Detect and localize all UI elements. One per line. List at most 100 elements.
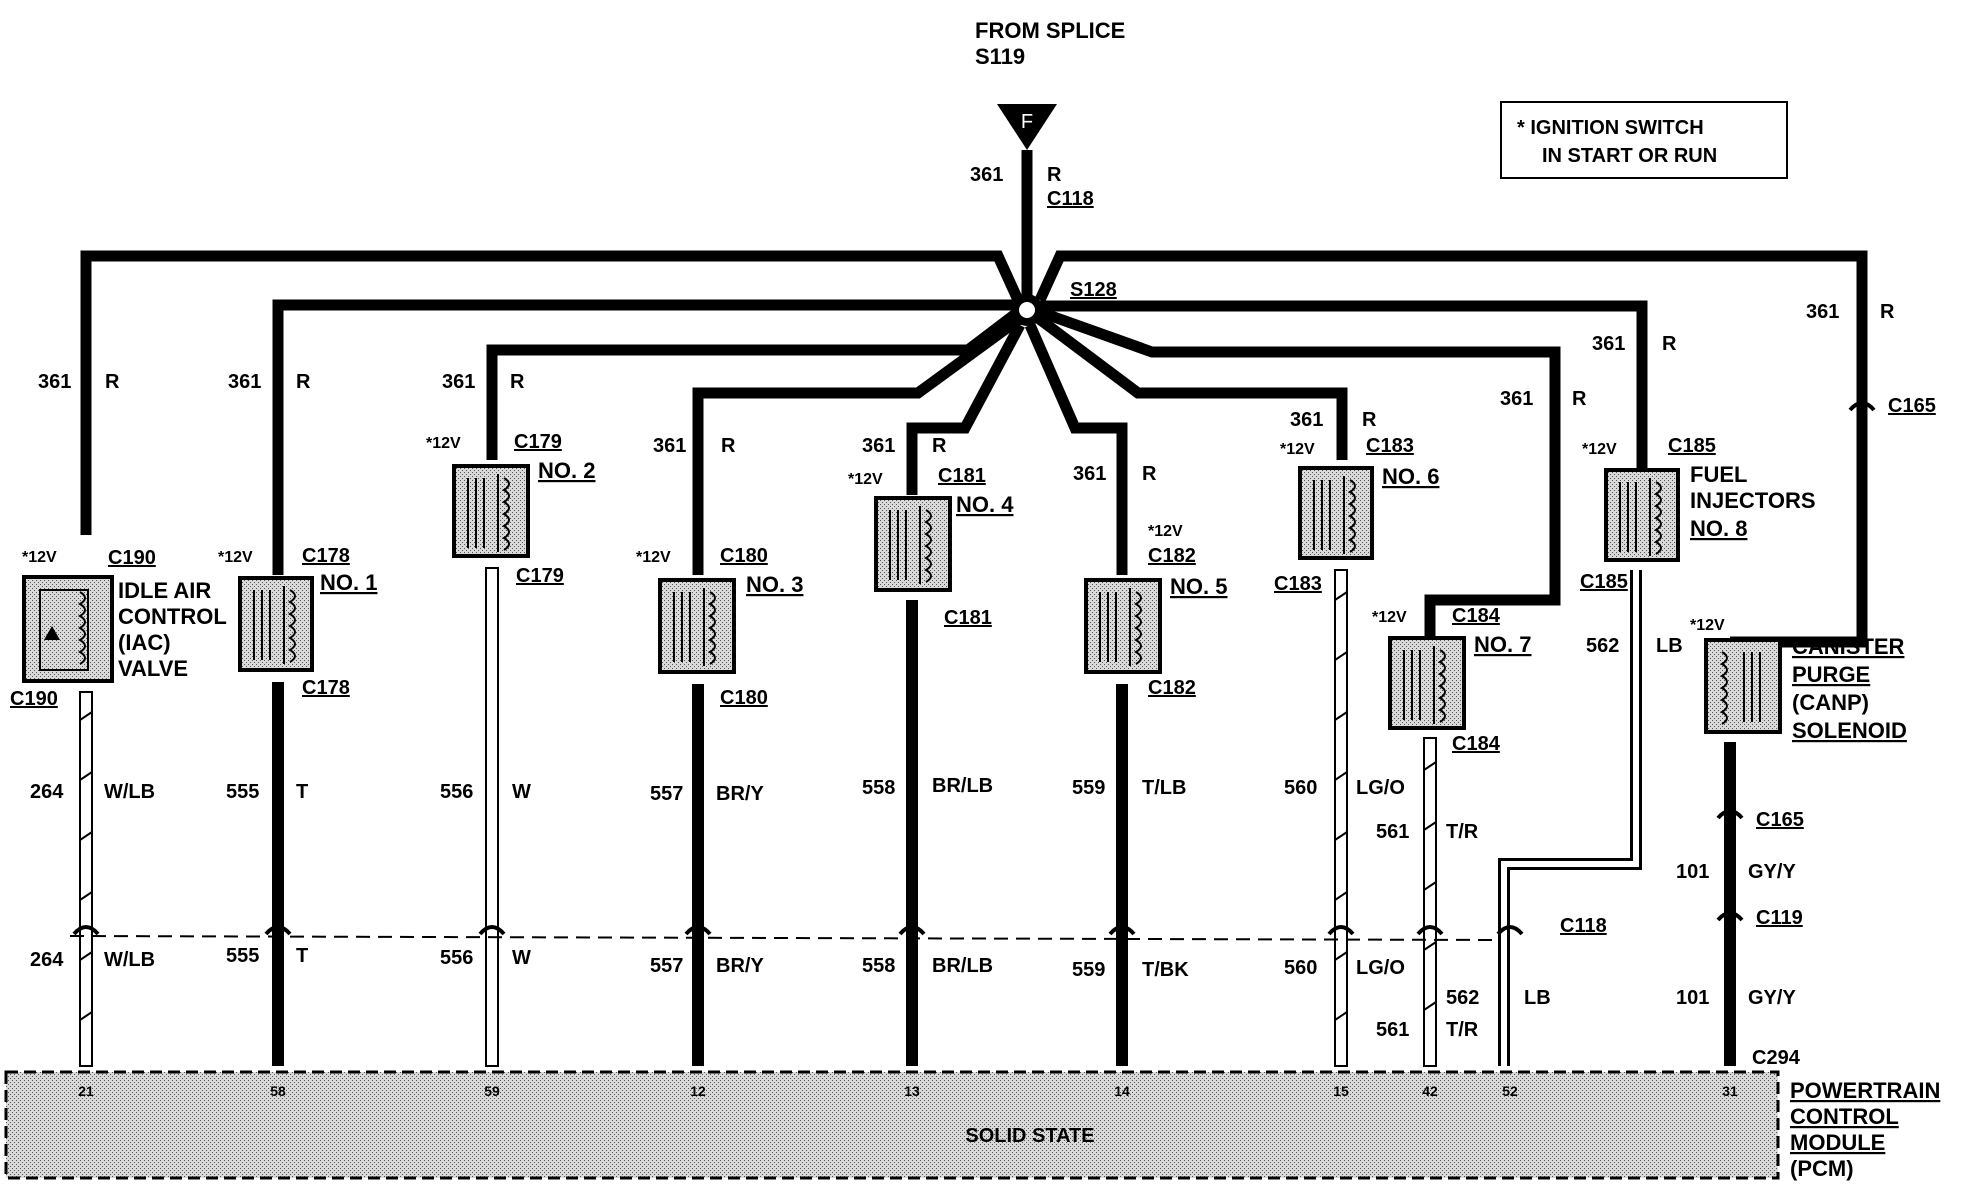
canp-label-1: CANISTER xyxy=(1792,634,1905,659)
label-558-upper: 558 xyxy=(862,777,895,799)
supply-circuit-4: 361 xyxy=(862,435,895,457)
supply-color-1: R xyxy=(296,371,311,393)
pcm-name-4: (PCM) xyxy=(1790,1156,1854,1181)
inj8-body xyxy=(1604,468,1680,562)
iac-voltage: *12V xyxy=(22,549,57,566)
inj5-body xyxy=(1084,578,1162,674)
inj6-label: NO. 6 xyxy=(1382,464,1439,489)
pcm-name-1: POWERTRAIN xyxy=(1790,1078,1940,1103)
inj8-label-3: NO. 8 xyxy=(1690,516,1747,541)
label-bry-lower: BR/Y xyxy=(716,955,764,977)
label-560-upper: 560 xyxy=(1284,777,1317,799)
supply-circuit-canp: 361 xyxy=(1806,301,1839,323)
label-brlb-lower: BR/LB xyxy=(932,955,993,977)
label-556-lower: 556 xyxy=(440,947,473,969)
inj4-bottom-connector: C181 xyxy=(944,607,992,629)
canp-voltage: *12V xyxy=(1690,617,1725,634)
inj5-bottom-connector: C182 xyxy=(1148,677,1196,699)
wire-stripes xyxy=(79,591,1437,1021)
label-wlb-upper: W/LB xyxy=(104,781,155,803)
inj3-bottom-connector: C180 xyxy=(720,687,768,709)
coil-symbols xyxy=(253,474,1761,725)
inj5-coil-icon xyxy=(1099,588,1142,666)
label-brlb-upper: BR/LB xyxy=(932,775,993,797)
pin-31: 31 xyxy=(1722,1083,1738,1099)
pcm-inner-label: SOLID STATE xyxy=(965,1125,1094,1147)
source-splice: S119 xyxy=(975,44,1025,69)
supply-color-4: R xyxy=(932,435,947,457)
supply-circuit-1: 361 xyxy=(228,371,261,393)
signal-wires xyxy=(79,567,1736,1067)
feed-connector: C118 xyxy=(1047,188,1094,210)
inj8-voltage: *12V xyxy=(1582,441,1617,458)
pin-42: 42 xyxy=(1422,1083,1438,1099)
wire-101 xyxy=(1724,742,1736,1066)
wire-264 xyxy=(79,691,93,1067)
iac-body xyxy=(22,575,114,683)
label-556-upper: 556 xyxy=(440,781,473,803)
canp-label-4: SOLENOID xyxy=(1792,718,1907,743)
label-lgo-upper: LG/O xyxy=(1356,777,1405,799)
label-264-upper: 264 xyxy=(30,781,64,803)
inj7-body xyxy=(1388,636,1466,730)
source-marker-triangle xyxy=(997,104,1057,150)
inj1-bottom-connector: C178 xyxy=(302,677,350,699)
splice-s128-center xyxy=(1019,302,1035,318)
pin-15: 15 xyxy=(1333,1083,1349,1099)
label-562-upper: 562 xyxy=(1586,635,1619,657)
legend-line-2: IN START OR RUN xyxy=(1542,145,1717,167)
pin-14: 14 xyxy=(1114,1083,1130,1099)
inj4-voltage: *12V xyxy=(848,471,883,488)
label-lb-upper: LB xyxy=(1656,635,1683,657)
inj2-label: NO. 2 xyxy=(538,458,595,483)
inj8-bottom-connector: C185 xyxy=(1580,571,1628,593)
canp-label-3: (CANP) xyxy=(1792,690,1869,715)
upper-wire-labels: 264 W/LB 555 T 556 W 557 BR/Y 558 BR/LB … xyxy=(30,635,1796,883)
supply-color-iac: R xyxy=(105,371,120,393)
inj4-body xyxy=(874,496,952,592)
supply-color-canp: R xyxy=(1880,301,1895,323)
wire-561 xyxy=(1423,737,1437,1067)
label-gyy-upper: GY/Y xyxy=(1748,861,1796,883)
legend-line-1: * IGNITION SWITCH xyxy=(1517,117,1704,139)
inj6-body xyxy=(1298,466,1374,560)
iac-label-4: VALVE xyxy=(118,656,188,681)
iac-label-2: CONTROL xyxy=(118,604,227,629)
inj7-label: NO. 7 xyxy=(1474,632,1531,657)
wire-555 xyxy=(272,682,284,1066)
label-561-lower: 561 xyxy=(1376,1019,1409,1041)
source-title: FROM SPLICE xyxy=(975,18,1125,43)
inj1-voltage: *12V xyxy=(218,549,253,566)
iac-valve: *12V C190 C190 IDLE AIR CONTROL (IAC) VA… xyxy=(10,547,227,710)
inj2-body xyxy=(452,464,530,558)
inj1-label: NO. 1 xyxy=(320,570,377,595)
pin-58: 58 xyxy=(270,1083,286,1099)
iac-label-1: IDLE AIR xyxy=(118,578,211,603)
canp-bottom-connector: C165 xyxy=(1756,809,1804,831)
inj4-label: NO. 4 xyxy=(956,492,1014,517)
pin-21: 21 xyxy=(78,1083,94,1099)
label-t-lower: T xyxy=(296,945,308,967)
inj7-coil-icon xyxy=(1403,646,1446,724)
label-558-lower: 558 xyxy=(862,955,895,977)
inj3-voltage: *12V xyxy=(636,549,671,566)
label-tbk-lower: T/BK xyxy=(1142,959,1189,981)
label-tr-lower: T/R xyxy=(1446,1019,1479,1041)
c118-row-label: C118 xyxy=(1560,915,1607,937)
inj7-voltage: *12V xyxy=(1372,609,1407,626)
label-tr-upper: T/R xyxy=(1446,821,1479,843)
lower-wire-labels: 264 W/LB 555 T 556 W 557 BR/Y 558 BR/LB … xyxy=(30,945,1796,1041)
supply-circuit-2: 361 xyxy=(442,371,475,393)
label-557-upper: 557 xyxy=(650,783,683,805)
pcm-name-3: MODULE xyxy=(1790,1130,1885,1155)
inj5-label: NO. 5 xyxy=(1170,574,1227,599)
canp-label-2: PURGE xyxy=(1792,662,1870,687)
pcm-name-2: CONTROL xyxy=(1790,1104,1899,1129)
legend-box xyxy=(1500,101,1788,179)
wire-559 xyxy=(1116,684,1128,1066)
iac-bottom-connector: C190 xyxy=(10,688,58,710)
pin-13: 13 xyxy=(904,1083,920,1099)
inj4-top-connector: C181 xyxy=(938,465,986,487)
inj6-voltage: *12V xyxy=(1280,441,1315,458)
inj1-coil-icon xyxy=(253,586,296,664)
